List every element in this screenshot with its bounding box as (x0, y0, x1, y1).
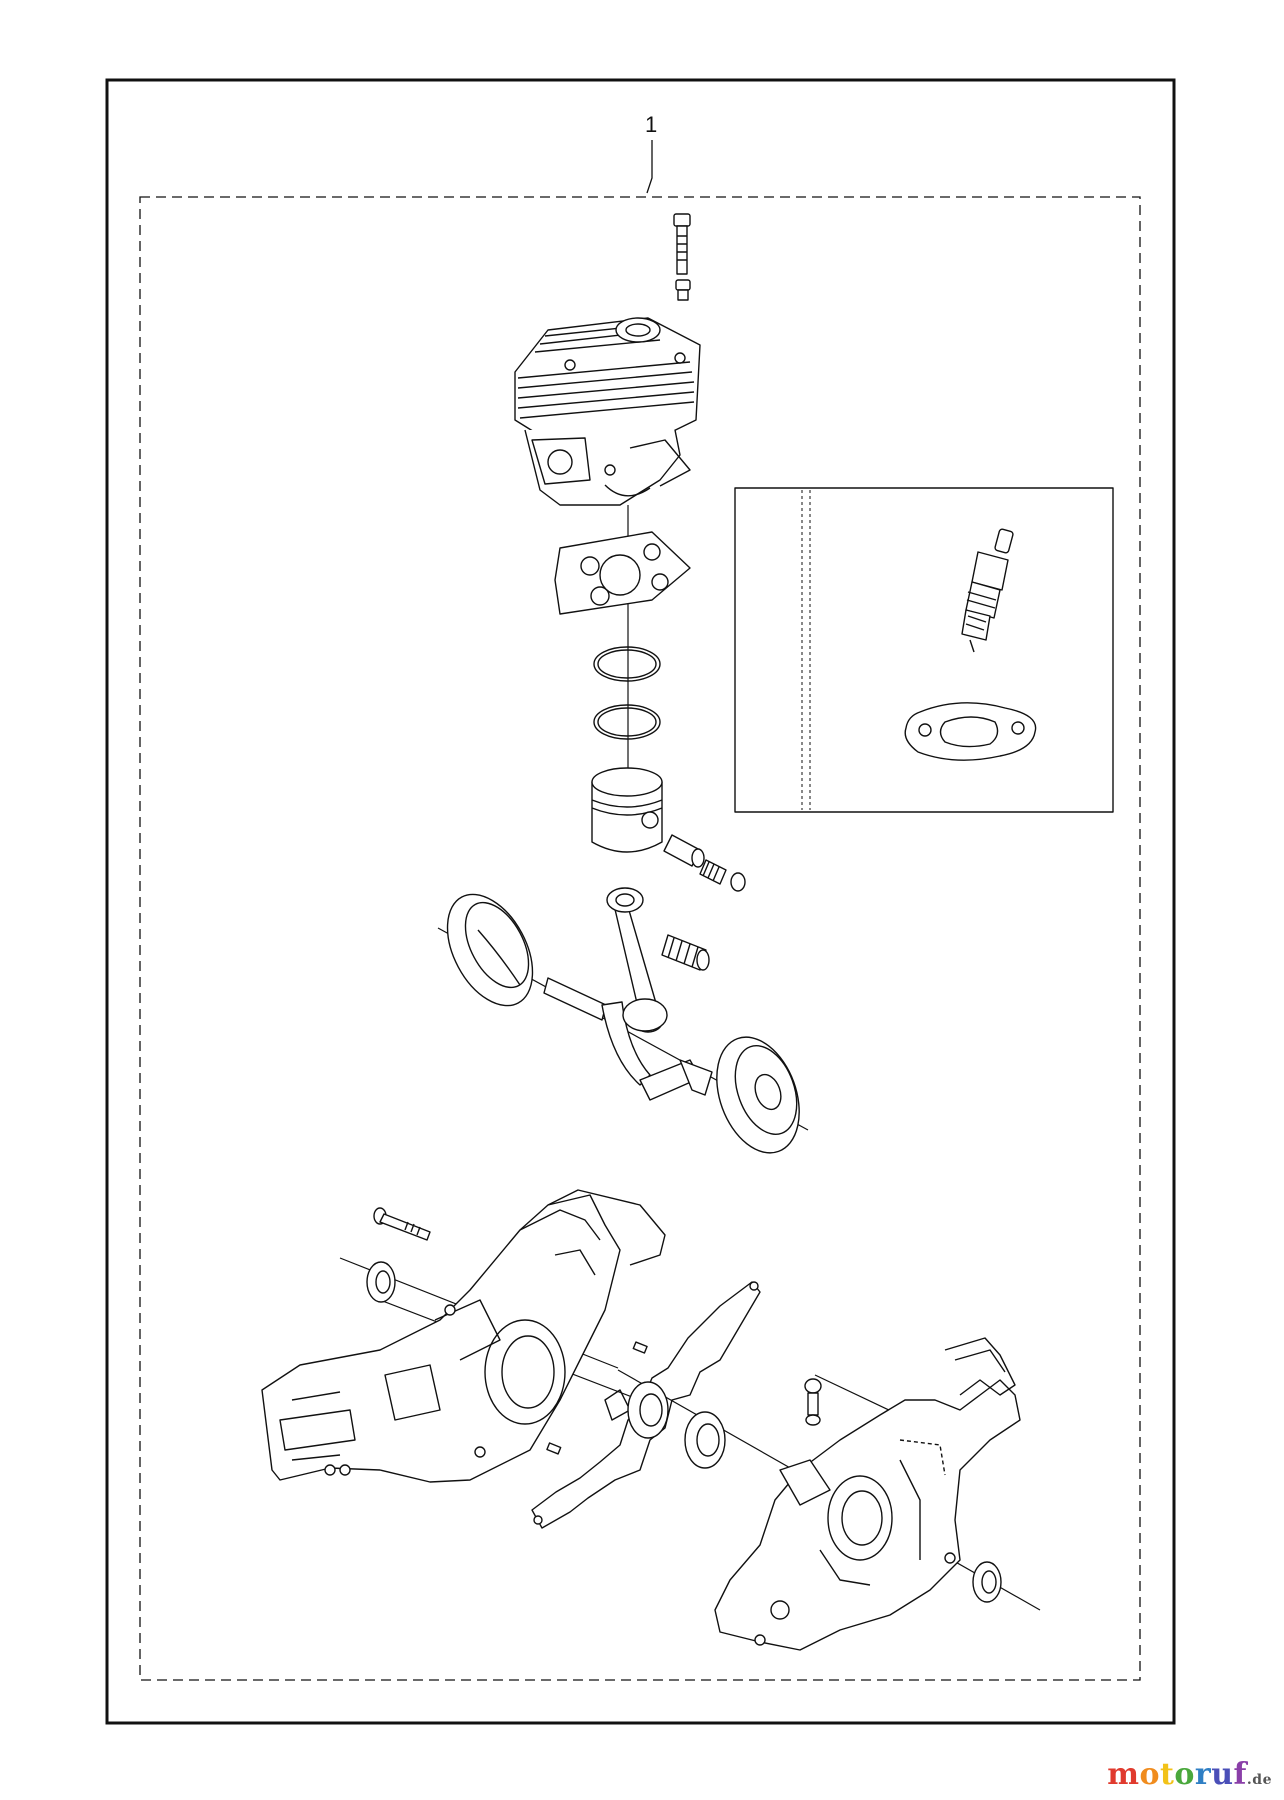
kit-boundary (139, 196, 1141, 1681)
outer-frame (105, 78, 1176, 1725)
crank-web-right[interactable] (702, 1026, 814, 1165)
callout-leader (646, 140, 653, 194)
spark-plug[interactable] (961, 528, 1014, 653)
watermark-letter: m (1107, 1757, 1140, 1792)
crank-web-left[interactable] (430, 880, 550, 1020)
dowel-pin-upper[interactable] (632, 1341, 648, 1354)
piston-ring-lower[interactable] (593, 704, 661, 740)
piston[interactable] (591, 767, 663, 853)
watermark-letter: o (1139, 1757, 1161, 1792)
crankcase-right[interactable] (714, 1337, 1021, 1651)
crankshaft-seal-right[interactable] (972, 1561, 1002, 1603)
piston-ring-upper[interactable] (593, 646, 661, 682)
crankcase-left[interactable] (261, 1189, 666, 1483)
watermark-letter: r (1194, 1757, 1212, 1792)
needle-bearing-large[interactable] (661, 934, 710, 971)
watermark-logo: motoruf.de (1107, 1757, 1272, 1792)
piston-circlip[interactable] (730, 872, 746, 892)
watermark-letter: u (1211, 1757, 1234, 1792)
service-kit-inset (734, 487, 1114, 813)
watermark-letter: f (1233, 1757, 1247, 1792)
needle-bearing-small[interactable] (699, 859, 727, 885)
crankshaft[interactable] (543, 977, 713, 1101)
crankshaft-seal-left[interactable] (366, 1261, 396, 1303)
main-bearing-left[interactable] (627, 1381, 669, 1439)
bolt-washer[interactable] (675, 279, 691, 301)
watermark-letter: o (1174, 1757, 1195, 1792)
muffler-gasket[interactable] (904, 702, 1037, 761)
connecting-rod[interactable] (606, 887, 668, 1032)
watermark-suffix: .de (1246, 1772, 1272, 1788)
case-screw[interactable] (804, 1378, 822, 1426)
watermark-letters: motoruf (1107, 1757, 1247, 1792)
crankcase-bolt[interactable] (373, 1207, 431, 1241)
cylinder-gasket[interactable] (554, 531, 691, 615)
piston-pin[interactable] (663, 834, 705, 868)
dowel-pin-lower[interactable] (546, 1442, 562, 1455)
cylinder-bolt[interactable] (673, 213, 691, 275)
watermark-letter: t (1160, 1757, 1175, 1792)
cylinder[interactable] (514, 317, 701, 506)
crankcase-gasket[interactable] (531, 1281, 761, 1529)
main-bearing-right[interactable] (684, 1411, 726, 1469)
callout-label[interactable]: 1 (645, 112, 657, 137)
